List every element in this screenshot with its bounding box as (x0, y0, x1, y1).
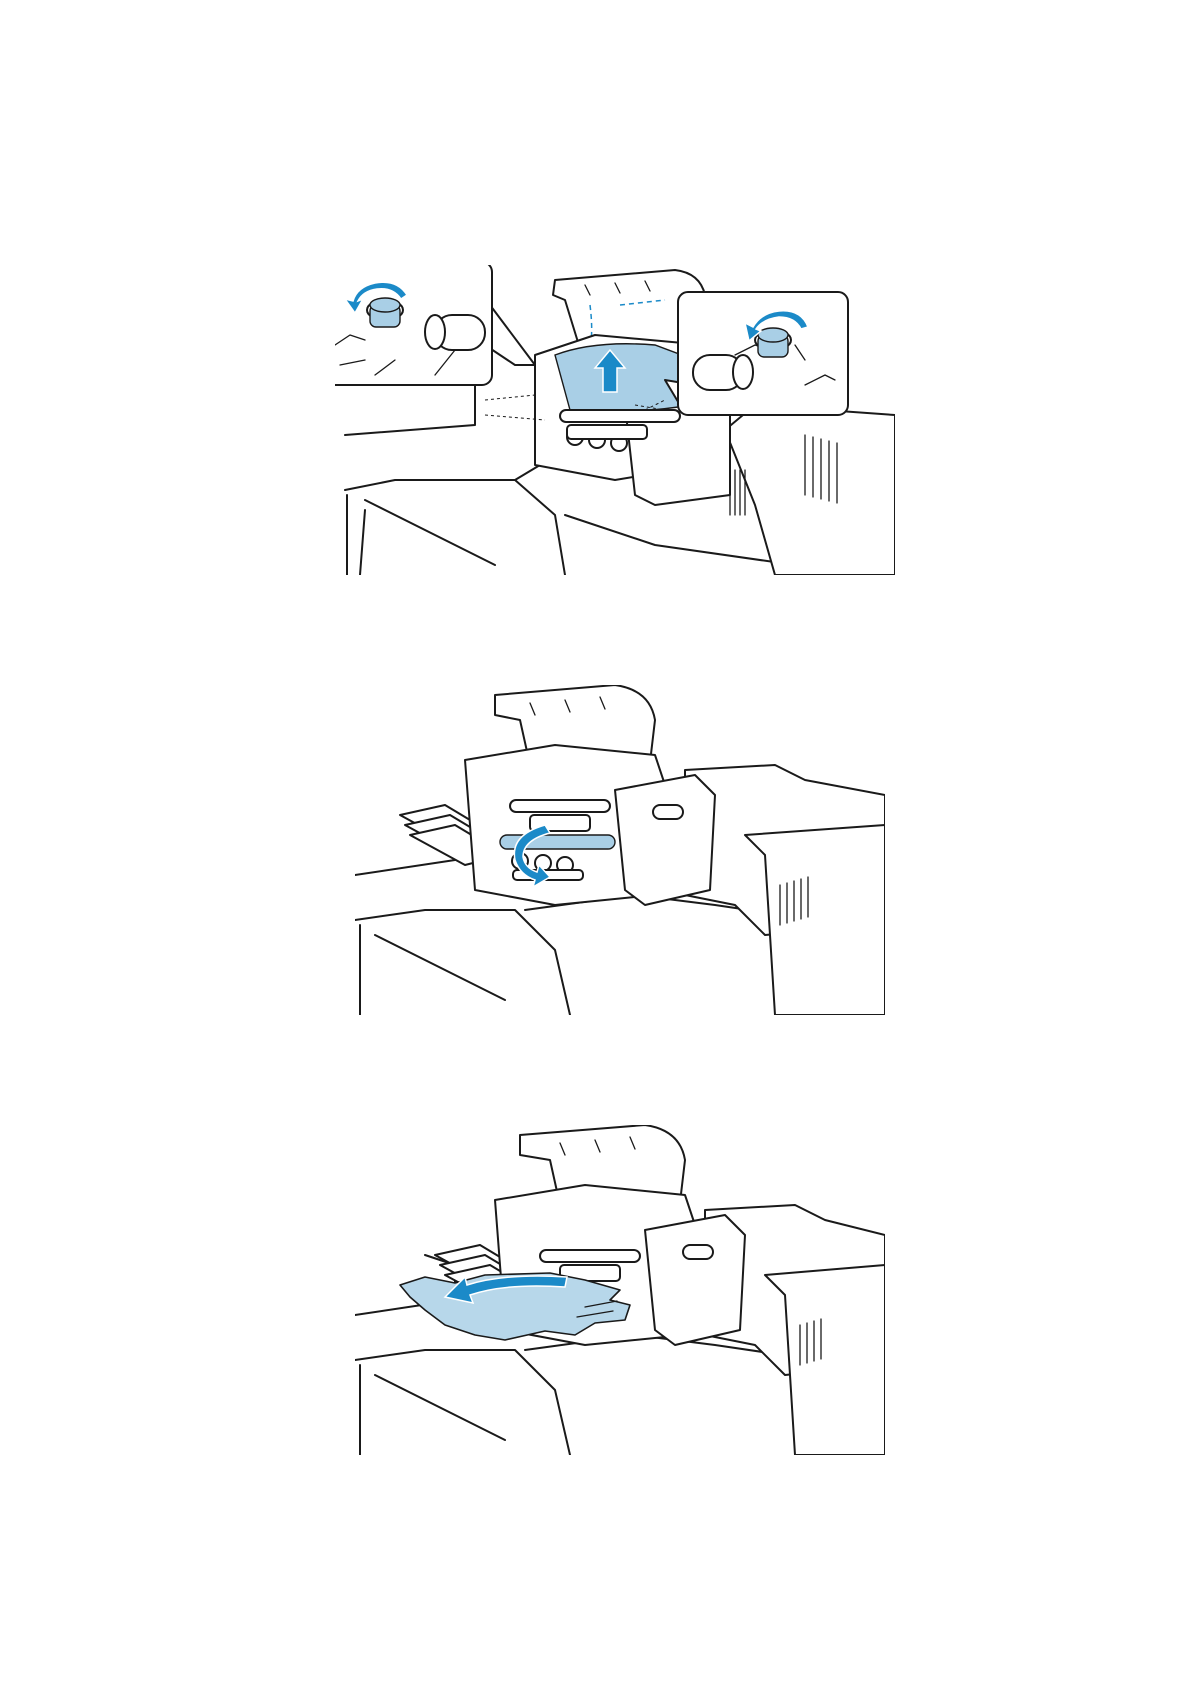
figure-2-turn-roller (355, 685, 885, 1015)
figure-3-remove-paper (355, 1125, 885, 1455)
figure-1-open-cover-and-turn-knobs (335, 265, 895, 575)
callout-left-knob (335, 265, 535, 385)
callout-right-knob (665, 292, 848, 415)
figure-1-illustration (335, 265, 895, 575)
figure-3-illustration (355, 1125, 885, 1455)
figure-2-illustration (355, 685, 885, 1015)
